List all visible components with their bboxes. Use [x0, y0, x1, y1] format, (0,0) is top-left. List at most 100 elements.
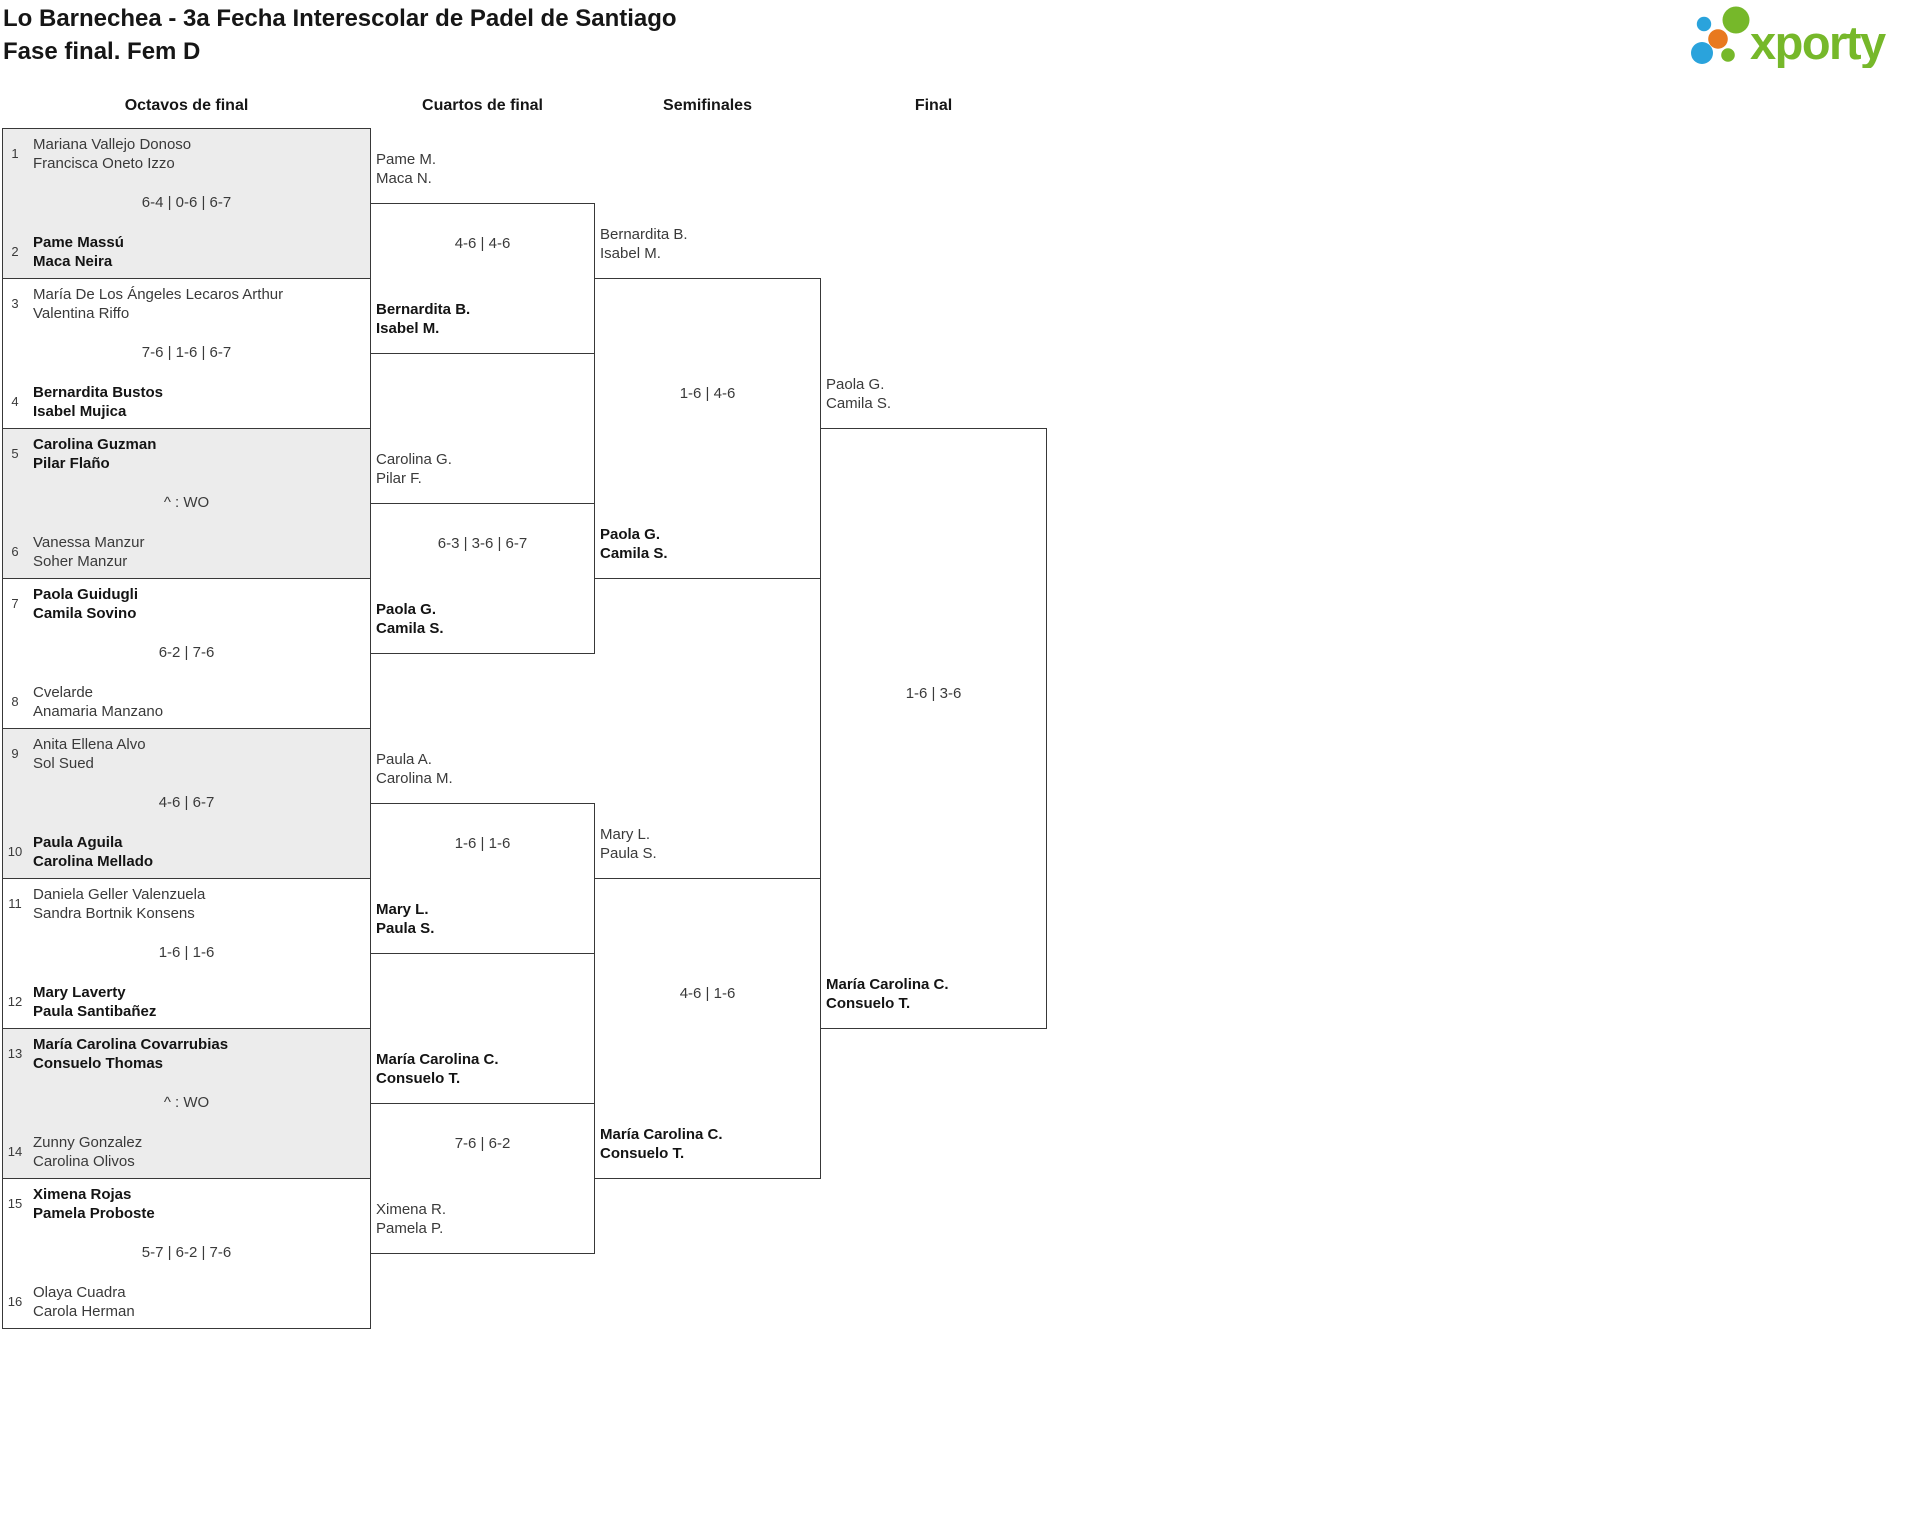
logo-dot-blue-small — [1696, 16, 1712, 32]
team-names: Carolina G.Pilar F. — [376, 450, 452, 488]
match-score: 6-4 | 0-6 | 6-7 — [141, 194, 232, 211]
player-name: Paola Guidugli — [33, 586, 139, 603]
player-name: Bernardita B. — [376, 301, 471, 318]
page-title: Lo Barnechea - 3a Fecha Interescolar de … — [3, 2, 677, 68]
player-name: Pamela P. — [376, 1220, 444, 1237]
seed-number: 7 — [11, 596, 19, 611]
team-names: Ximena R. Pamela P. — [376, 1200, 446, 1238]
player-name: Mariana Vallejo Donoso — [33, 136, 192, 153]
player-name: Maca N. — [376, 170, 432, 187]
player-name: Francisca Oneto Izzo — [33, 155, 175, 172]
player-name: Cvelarde — [33, 684, 94, 701]
round-header: Cuartos de final — [422, 97, 543, 114]
player-name: Anamaria Manzano — [33, 703, 164, 720]
logo-dot-green-small — [1721, 48, 1735, 62]
match-score: 7-6 | 1-6 | 6-7 — [141, 344, 232, 361]
match-score: 1-6 | 1-6 — [454, 835, 511, 852]
player-name: Mary L. — [600, 826, 651, 843]
phase-subtitle: Fase final. Fem D — [3, 38, 201, 65]
team-names: María Carolina C.Consuelo T. — [376, 1050, 499, 1088]
player-name: Paola G. — [600, 526, 661, 543]
seed-number: 11 — [8, 896, 22, 911]
player-name: Consuelo T. — [376, 1070, 461, 1087]
match-score: 1-6 | 4-6 — [679, 385, 736, 402]
player-name: Carolina Olivos — [33, 1153, 135, 1170]
seed-number: 16 — [7, 1294, 23, 1309]
player-name: Paula Aguila — [33, 834, 123, 851]
player-name: Paola G. — [826, 376, 885, 393]
player-name: Sandra Bortnik Konsens — [33, 905, 195, 922]
team-names: Mary L.Paula S. — [600, 825, 657, 863]
match-score: 4-6 | 4-6 — [454, 235, 511, 252]
player-name: Carola Herman — [33, 1303, 135, 1320]
player-name: Isabel Mujica — [33, 403, 127, 420]
seed-number: 1 — [11, 146, 19, 161]
player-name: Zunny Gonzalez — [33, 1134, 143, 1151]
tournament-title: Lo Barnechea - 3a Fecha Interescolar de … — [3, 5, 677, 32]
seed-number: 9 — [11, 746, 19, 761]
round-header: Final — [914, 97, 953, 114]
match-box-final — [820, 428, 1047, 1029]
team-names: Bernardita B. Isabel M. — [600, 225, 688, 263]
team-names: Paola G. Camila S. — [600, 525, 668, 563]
player-name: María De Los Ángeles Lecaros Arthur — [33, 286, 284, 303]
player-name: Paula A. — [376, 751, 432, 768]
player-name: Pilar Flaño — [33, 455, 110, 472]
player-name: Carolina M. — [376, 770, 453, 787]
player-name: Paola G. — [376, 601, 437, 618]
match-score: ^ : WO — [163, 494, 210, 511]
player-name: Consuelo Thomas — [33, 1055, 164, 1072]
match-score: 1-6 | 1-6 — [158, 944, 215, 961]
match-score: ^ : WO — [163, 1094, 210, 1111]
player-name: Ximena R. — [376, 1201, 447, 1218]
team-names: María Carolina C.Consuelo T. — [600, 1125, 723, 1163]
team-names: Paola G. Camila S. — [826, 375, 891, 413]
player-name: Bernardita Bustos — [33, 384, 164, 401]
seed-number: 15 — [7, 1196, 23, 1211]
player-name: Bernardita B. — [600, 226, 688, 243]
xporty-logo[interactable]: xporty — [1684, 2, 1920, 68]
match-score: 4-6 | 1-6 — [679, 985, 736, 1002]
seed-number: 5 — [11, 446, 19, 461]
player-name: Camila S. — [376, 620, 444, 637]
player-name: Isabel M. — [600, 245, 661, 262]
match-score: 6-2 | 7-6 — [158, 644, 215, 661]
player-name: Carolina Guzman — [33, 436, 157, 453]
seed-number: 14 — [7, 1144, 23, 1159]
player-name: Pame M. — [376, 151, 437, 168]
logo-dot-green-large — [1722, 6, 1750, 34]
player-name: Olaya Cuadra — [33, 1284, 126, 1301]
player-name: Camila S. — [600, 545, 668, 562]
player-name: Daniela Geller Valenzuela — [33, 886, 206, 903]
player-name: Pilar F. — [376, 470, 422, 487]
seed-number: 4 — [11, 394, 19, 409]
team-names: María Carolina C.Consuelo T. — [826, 975, 949, 1013]
player-name: Isabel M. — [376, 320, 440, 337]
seed-number: 13 — [7, 1046, 23, 1061]
match-score: 4-6 | 6-7 — [158, 794, 215, 811]
seed-number: 6 — [11, 544, 19, 559]
player-name: María Carolina C. — [600, 1126, 723, 1143]
match-score: 6-3 | 3-6 | 6-7 — [437, 535, 528, 552]
player-name: Camila Sovino — [33, 605, 137, 622]
player-name: Camila S. — [826, 395, 892, 412]
